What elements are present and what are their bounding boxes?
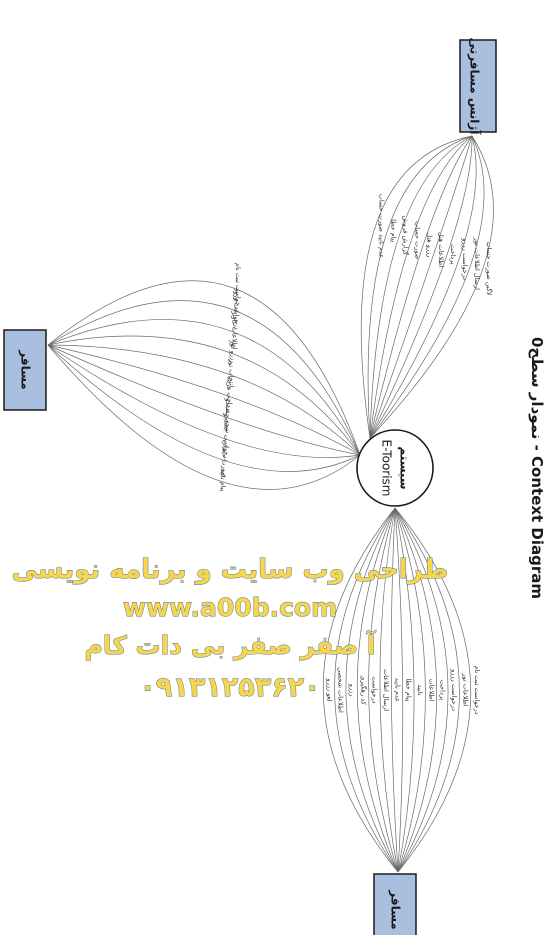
flow-label: اطلاعات شخصی xyxy=(337,667,345,713)
flow-line xyxy=(394,507,449,873)
flow-label: پرداخت هزینه xyxy=(226,376,234,413)
flow-label: اطلاعات xyxy=(427,679,435,702)
flow-label: لغو رزرو xyxy=(325,677,333,701)
flow-line xyxy=(47,344,361,472)
flow-line xyxy=(47,335,361,456)
flow-label: درخواست جستجو xyxy=(222,412,230,462)
flow-label: درخواست xyxy=(371,676,379,703)
flow-line xyxy=(369,135,473,439)
flow-label: اطلاعات کاربر xyxy=(231,310,239,350)
flow-label: درخواست ورود xyxy=(232,288,240,330)
process-subtitle: E-Toorism xyxy=(380,440,394,497)
flow-label: ارسال اطلاعات تور xyxy=(473,237,481,291)
watermark-line1: طراحی وب سایت و برنامه نویسی xyxy=(12,555,449,585)
flow-label: انتخاب تور xyxy=(227,358,235,387)
flow-label: عدم تایید صورت حساب xyxy=(378,194,386,259)
flow-label: درخواست ثبت نام xyxy=(473,665,481,714)
watermark-line3: آ صفر صفر بی دات کام xyxy=(85,630,377,661)
process-system[interactable]: سیستم E-Toorism xyxy=(356,429,434,507)
flow-label: کد رهگیری xyxy=(359,675,367,705)
flow-line xyxy=(345,507,399,873)
flow-line xyxy=(360,135,473,439)
flow-label: درخواست رزرو xyxy=(461,237,469,280)
flow-label: عدم تایید xyxy=(393,678,401,702)
flow-label: پرداخت xyxy=(449,244,457,265)
flow-label: رزرو تور xyxy=(229,339,237,363)
flow-line xyxy=(47,344,361,456)
flow-label: پیام تایید xyxy=(219,469,227,492)
diagram-title: نمودار سطح0 - Context Diagram xyxy=(528,337,546,599)
flow-line xyxy=(334,507,399,873)
entity-traveler-bottom-label: مسافر xyxy=(389,889,403,929)
entity-traveler-left-label: مسافر xyxy=(19,349,33,389)
flow-line xyxy=(394,507,438,873)
flow-label: ارسال اطلاعات xyxy=(382,669,390,711)
flow-line xyxy=(379,507,399,873)
watermark-line2: www.a00b.com xyxy=(123,593,337,622)
flow-line xyxy=(394,507,426,873)
flow-line xyxy=(368,507,399,873)
flow-label: رزرو xyxy=(348,683,356,697)
entity-agency-label: آژانس مسافرتی xyxy=(468,38,483,136)
flow-label: صورت حساب xyxy=(221,440,229,479)
flow-line xyxy=(390,507,399,873)
flow-label: صورت حساب xyxy=(413,221,421,260)
flow-line xyxy=(394,507,460,873)
flow-label: درخواست ثبت نام xyxy=(234,263,242,312)
flow-line xyxy=(394,507,415,873)
entity-traveler-bottom[interactable]: مسافر xyxy=(373,873,417,935)
flow-label: اطلاعات تور xyxy=(461,672,469,706)
flow-line xyxy=(367,135,473,439)
flow-line xyxy=(322,507,399,873)
flow-line xyxy=(47,319,361,456)
flow-label: درخواست رزرو xyxy=(450,668,458,711)
flow-label: پیام خطا xyxy=(405,678,413,701)
entity-agency[interactable]: آژانس مسافرتی xyxy=(459,38,497,136)
flow-line xyxy=(47,344,361,456)
flow-line xyxy=(394,507,472,873)
flow-label: اطلاعات هتل xyxy=(437,232,445,267)
entity-traveler-left[interactable]: مسافر xyxy=(3,329,47,411)
watermark: طراحی وب سایت و برنامه نویسی www.a00b.co… xyxy=(11,555,449,704)
flow-label: لاگین صورت حساب xyxy=(485,242,493,296)
flow-line xyxy=(369,135,485,439)
flows-agency: لاگین صورت حساب ارسال اطلاعات تور درخواست … xyxy=(360,135,494,439)
flow-line xyxy=(356,507,399,873)
flow-label: پیام خطا xyxy=(389,219,397,242)
flow-label: نتیجه جستجو xyxy=(224,397,232,433)
flow-line xyxy=(47,344,361,456)
flow-line xyxy=(369,135,473,439)
flow-line xyxy=(369,135,473,439)
watermark-line4: ۰۹۱۳۱۲۵۳۶۲۰ xyxy=(139,672,320,703)
flow-line xyxy=(369,135,473,439)
flow-label: تایید xyxy=(416,685,424,696)
flow-line xyxy=(47,344,361,490)
flow-label: گزارش فروش xyxy=(401,216,409,256)
flow-line xyxy=(47,280,361,456)
flow-label: پرداخت xyxy=(439,680,447,701)
flow-line xyxy=(47,300,361,456)
flow-line xyxy=(369,135,477,439)
flow-line xyxy=(47,344,361,458)
flow-line xyxy=(369,135,473,439)
process-title: سیستم xyxy=(398,446,412,489)
flow-label: رزرو هتل xyxy=(425,232,433,257)
flow-line xyxy=(394,507,404,873)
flow-line xyxy=(369,135,494,439)
